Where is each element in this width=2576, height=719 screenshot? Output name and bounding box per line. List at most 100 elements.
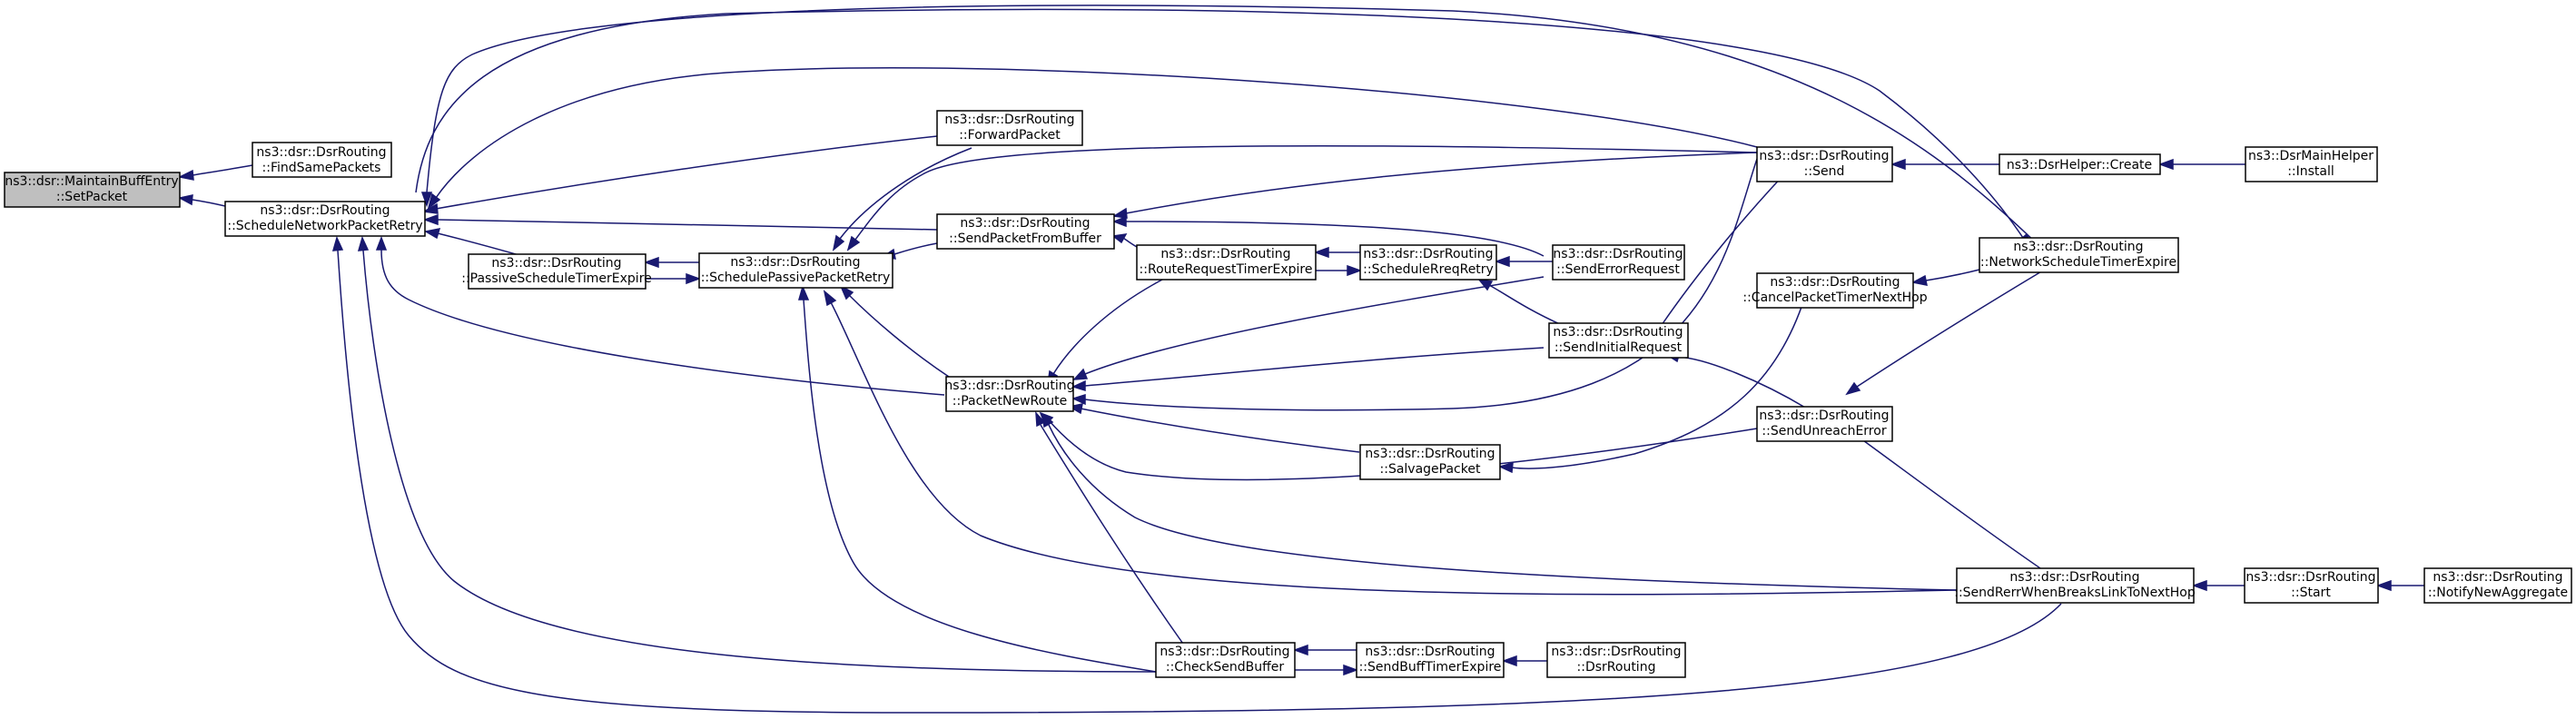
node-dsr-routing-constructor[interactable]: ns3::dsr::DsrRouting ::DsrRouting	[1546, 642, 1686, 678]
edge-forward-schedpassive	[832, 147, 972, 251]
edge-netsched-sendunreach	[1845, 270, 2044, 396]
edge-send-sendfrombuf	[1111, 152, 1758, 219]
svg-text:::SalvagePacket: ::SalvagePacket	[1380, 462, 1481, 477]
svg-text:::NetworkScheduleTimerExpire: ::NetworkScheduleTimerExpire	[1980, 255, 2176, 270]
edge-start-sendrerr	[2191, 579, 2245, 592]
edge-dsrrouting-buftimer	[1501, 655, 1547, 667]
node-send-packet-from-buffer[interactable]: ns3::dsr::DsrRouting ::SendPacketFromBuf…	[936, 213, 1115, 250]
edge-notify-start	[2375, 579, 2424, 592]
svg-text:::PacketNewRoute: ::PacketNewRoute	[952, 394, 1067, 409]
edge-packetnew-schednet	[375, 235, 945, 396]
svg-text:ns3::dsr::DsrRouting: ns3::dsr::DsrRouting	[1160, 247, 1290, 261]
svg-text:::Start: ::Start	[2291, 586, 2331, 600]
edge-routereqtimer-packetnew	[1046, 279, 1163, 386]
edge-send-schedpassive	[846, 144, 1758, 251]
node-send-initial-request[interactable]: ns3::dsr::DsrRouting ::SendInitialReques…	[1548, 322, 1689, 359]
svg-text:ns3::dsr::DsrRouting: ns3::dsr::DsrRouting	[256, 145, 386, 160]
node-network-schedule-timer-expire[interactable]: ns3::dsr::DsrRouting ::NetworkScheduleTi…	[1979, 237, 2179, 273]
node-send-error-request[interactable]: ns3::dsr::DsrRouting ::SendErrorRequest	[1552, 244, 1685, 281]
svg-text:ns3::DsrMainHelper: ns3::DsrMainHelper	[2248, 149, 2374, 163]
svg-text:ns3::dsr::DsrRouting: ns3::dsr::DsrRouting	[1363, 247, 1493, 261]
svg-text:::PassiveScheduleTimerExpire: ::PassiveScheduleTimerExpire	[461, 271, 652, 286]
edge-checksend-buftimer	[1295, 664, 1359, 676]
node-send-unreach-error[interactable]: ns3::dsr::DsrRouting ::SendUnreachError	[1756, 406, 1893, 442]
node-forward-packet[interactable]: ns3::dsr::DsrRouting ::ForwardPacket	[936, 110, 1083, 146]
svg-text:ns3::dsr::DsrRouting: ns3::dsr::DsrRouting	[260, 203, 390, 218]
node-schedule-network-packet-retry[interactable]: ns3::dsr::DsrRouting ::ScheduleNetworkPa…	[224, 201, 426, 237]
svg-text:::ScheduleRreqRetry: ::ScheduleRreqRetry	[1363, 262, 1494, 277]
svg-text:ns3::dsr::DsrRouting: ns3::dsr::DsrRouting	[2009, 570, 2139, 585]
svg-text:::CheckSendBuffer: ::CheckSendBuffer	[1166, 660, 1284, 675]
node-schedule-passive-packet-retry[interactable]: ns3::dsr::DsrRouting ::SchedulePassivePa…	[698, 252, 893, 289]
svg-text:::FindSamePackets: ::FindSamePackets	[262, 161, 381, 175]
node-cancel-packet-timer-next-hop[interactable]: ns3::dsr::DsrRouting ::CancelPacketTimer…	[1742, 272, 1928, 309]
node-setpacket[interactable]: ns3::dsr::MaintainBuffEntry ::SetPacket	[4, 172, 181, 208]
svg-text:ns3::dsr::MaintainBuffEntry: ns3::dsr::MaintainBuffEntry	[5, 174, 178, 189]
svg-text:::SendUnreachError: ::SendUnreachError	[1762, 424, 1886, 438]
edge-schednet-setpacket	[177, 194, 226, 207]
svg-text:::SendBuffTimerExpire: ::SendBuffTimerExpire	[1359, 660, 1502, 675]
svg-text:::DsrRouting: ::DsrRouting	[1577, 660, 1656, 675]
node-start[interactable]: ns3::dsr::DsrRouting ::Start	[2244, 567, 2379, 604]
svg-text:ns3::dsr::DsrRouting: ns3::dsr::DsrRouting	[1365, 447, 1495, 461]
svg-text:ns3::dsr::DsrRouting: ns3::dsr::DsrRouting	[1770, 275, 1900, 290]
edge-helpercreate-send	[1890, 158, 1999, 171]
edge-checksend-packetnew	[1035, 410, 1186, 647]
svg-text:ns3::dsr::DsrRouting: ns3::dsr::DsrRouting	[2433, 570, 2562, 585]
node-salvage-packet[interactable]: ns3::dsr::DsrRouting ::SalvagePacket	[1359, 444, 1501, 480]
svg-text:ns3::dsr::DsrRouting: ns3::dsr::DsrRouting	[2013, 240, 2143, 254]
edge-findsame-setpacket	[177, 164, 253, 181]
node-schedule-rreq-retry[interactable]: ns3::dsr::DsrRouting ::ScheduleRreqRetry	[1359, 244, 1497, 281]
node-find-same-packets[interactable]: ns3::dsr::DsrRouting ::FindSamePackets	[252, 142, 392, 178]
svg-text:::SendPacketFromBuffer: ::SendPacketFromBuffer	[949, 231, 1101, 246]
edge-salvage-packetnew	[1067, 403, 1360, 453]
edge-passivetimer-schedpassive	[645, 272, 702, 285]
edge-senderrreq-schedreq	[1494, 255, 1553, 268]
svg-text:::SendRerrWhenBreaksLinkToNext: ::SendRerrWhenBreaksLinkToNextHop	[1954, 586, 2196, 600]
node-dsr-main-helper-install[interactable]: ns3::DsrMainHelper ::Install	[2245, 146, 2378, 182]
svg-text:ns3::dsr::DsrRouting: ns3::dsr::DsrRouting	[1553, 247, 1683, 261]
svg-text:ns3::dsr::DsrRouting: ns3::dsr::DsrRouting	[944, 379, 1074, 393]
svg-text:ns3::dsr::DsrRouting: ns3::dsr::DsrRouting	[1551, 645, 1681, 659]
edge-mainhelper-helpercreate	[2157, 158, 2245, 171]
edge-sendinit-schedreq	[1477, 278, 1563, 326]
edge-sendfrombuf-schednet	[422, 213, 938, 231]
svg-text:ns3::dsr::DsrRouting: ns3::dsr::DsrRouting	[1759, 409, 1889, 423]
edge-routereqtimer-schedreq	[1315, 264, 1363, 277]
node-check-send-buffer[interactable]: ns3::dsr::DsrRouting ::CheckSendBuffer	[1155, 642, 1296, 678]
svg-text:::RouteRequestTimerExpire: ::RouteRequestTimerExpire	[1140, 262, 1313, 277]
node-dsr-helper-create[interactable]: ns3::DsrHelper::Create	[1999, 153, 2161, 175]
edge-senderrreq-packetnew	[1072, 276, 1545, 380]
svg-text:ns3::dsr::DsrRouting: ns3::dsr::DsrRouting	[1160, 645, 1289, 659]
svg-text:ns3::dsr::DsrRouting: ns3::dsr::DsrRouting	[1553, 325, 1683, 340]
svg-text:::ForwardPacket: ::ForwardPacket	[959, 128, 1061, 143]
node-send-rerr-when-breaks-link[interactable]: ns3::dsr::DsrRouting ::SendRerrWhenBreak…	[1954, 567, 2196, 604]
edge-cancelpkt-salvage	[1497, 290, 1808, 474]
node-passive-schedule-timer-expire[interactable]: ns3::dsr::DsrRouting ::PassiveScheduleTi…	[461, 253, 652, 290]
node-send[interactable]: ns3::dsr::DsrRouting ::Send	[1756, 146, 1893, 182]
svg-text:::NotifyNewAggregate: ::NotifyNewAggregate	[2428, 586, 2568, 600]
node-route-request-timer-expire[interactable]: ns3::dsr::DsrRouting ::RouteRequestTimer…	[1136, 244, 1317, 281]
edge-netsched-cancelpkt	[1910, 269, 1980, 286]
svg-text:ns3::dsr::DsrRouting: ns3::dsr::DsrRouting	[944, 113, 1074, 127]
node-packet-new-route[interactable]: ns3::dsr::DsrRouting ::PacketNewRoute	[944, 376, 1075, 412]
node-send-buff-timer-expire[interactable]: ns3::dsr::DsrRouting ::SendBuffTimerExpi…	[1356, 642, 1505, 678]
svg-text:::CancelPacketTimerNextHop: ::CancelPacketTimerNextHop	[1742, 291, 1927, 305]
edge-packetnew-schedpassive	[839, 284, 950, 378]
node-notify-new-aggregate[interactable]: ns3::dsr::DsrRouting ::NotifyNewAggregat…	[2423, 567, 2572, 604]
edge-passivetimer-schednet	[423, 228, 523, 257]
svg-text:::SetPacket: ::SetPacket	[56, 190, 128, 204]
svg-text:::Send: ::Send	[1804, 164, 1845, 179]
svg-text:ns3::dsr::DsrRouting: ns3::dsr::DsrRouting	[1365, 645, 1495, 659]
svg-text:ns3::dsr::DsrRouting: ns3::dsr::DsrRouting	[1759, 149, 1889, 163]
edge-send-packetnew	[1071, 158, 1758, 411]
edge-forward-schednet	[421, 135, 938, 214]
edge-netsched-schednet	[420, 5, 2039, 246]
svg-text:::ScheduleNetworkPacketRetry: ::ScheduleNetworkPacketRetry	[227, 219, 422, 233]
edge-routereqtimer-sendfrombuf	[1111, 233, 1138, 248]
edge-send-schednet	[427, 67, 1758, 210]
nodes-layer: ns3::dsr::MaintainBuffEntry ::SetPacket …	[4, 110, 2572, 678]
svg-text:ns3::dsr::DsrRouting: ns3::dsr::DsrRouting	[491, 256, 621, 271]
edge-sendunreach-sendinit	[1665, 351, 1808, 409]
